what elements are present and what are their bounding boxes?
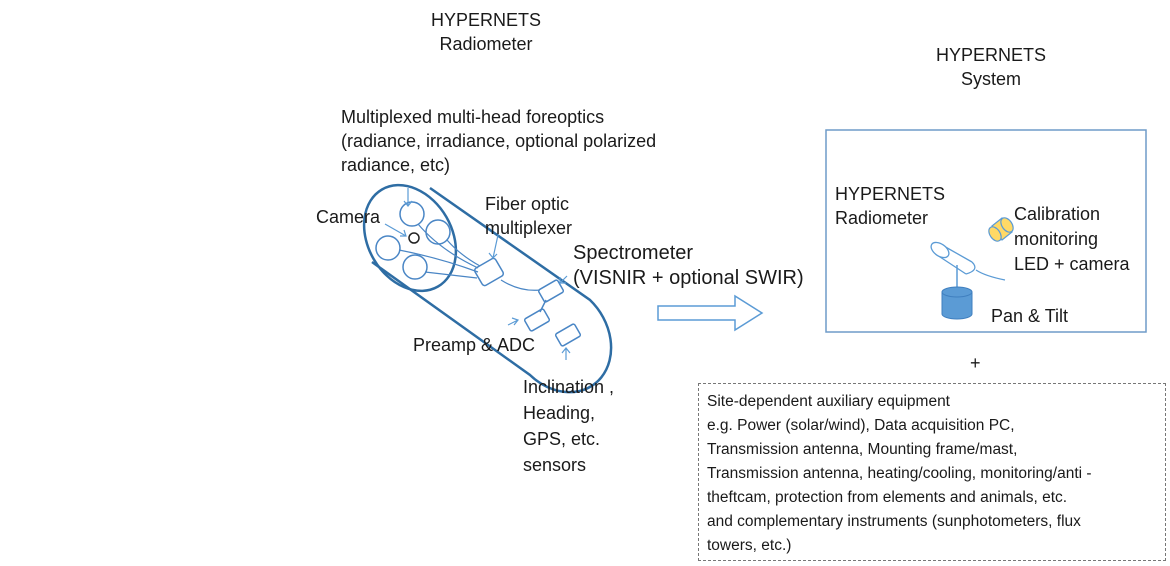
label-line: Heading, [523, 403, 596, 423]
pan-tilt-icon [941, 286, 973, 320]
aux-line: towers, etc.) [707, 537, 792, 554]
aux-line: Transmission antenna, heating/cooling, m… [707, 465, 1092, 482]
title-line: HYPERNETS [935, 45, 1047, 65]
label-line: GPS, etc. [523, 429, 601, 449]
foreoptic-head [399, 201, 425, 227]
aux-line: theftcam, protection from elements and a… [707, 489, 1068, 506]
fiber [500, 279, 541, 291]
radiometer-capsule [362, 183, 613, 394]
aux-line: Site-dependent auxiliary equipment [707, 393, 950, 410]
label-line: (VISNIR + optional SWIR) [573, 267, 804, 289]
foreoptic-head [402, 254, 428, 280]
label-line: Fiber optic [485, 194, 570, 214]
aux-line: and complementary instruments (sunphotom… [707, 513, 1081, 530]
fiber-mux-box [473, 257, 505, 287]
system-title: HYPERNETS System [928, 43, 1054, 91]
label-line: Calibration [1014, 204, 1101, 224]
system-radiometer-label: HYPERNETS Radiometer [835, 182, 945, 230]
calibration-led-icon [988, 217, 1014, 242]
label-line: (radiance, irradiance, optional polarize… [341, 131, 657, 151]
fiber [446, 239, 481, 267]
pointer-arrows [384, 188, 571, 360]
spectrometer-box [537, 279, 565, 303]
title-line: HYPERNETS [430, 10, 542, 30]
title-line: Radiometer [439, 34, 533, 54]
fiber-mux-label: Fiber optic multiplexer [485, 192, 572, 240]
label-line: Inclination , [523, 377, 615, 397]
preamp-label: Preamp & ADC [413, 335, 536, 355]
radiometer-title: HYPERNETS Radiometer [423, 8, 549, 56]
camera-label: Camera [316, 207, 381, 227]
foreoptics-label: Multiplexed multi-head foreoptics (radia… [341, 105, 656, 177]
auxiliary-equipment-box: Site-dependent auxiliary equipment e.g. … [698, 383, 1166, 561]
aux-line: e.g. Power (solar/wind), Data acquisitio… [707, 417, 1015, 434]
label-line: sensors [523, 455, 587, 475]
sensors-label: Inclination , Heading, GPS, etc. sensors [523, 374, 614, 478]
aux-line: Transmission antenna, Mounting frame/mas… [707, 441, 1018, 458]
system-radiometer-icon [930, 241, 1006, 290]
calibration-label: Calibration monitoring LED + camera [1014, 202, 1130, 277]
pan-tilt-label: Pan & Tilt [991, 306, 1069, 326]
label-line: HYPERNETS [835, 184, 946, 204]
label-line: radiance, etc) [341, 155, 451, 175]
sensor-box [554, 323, 582, 347]
spectrometer-label: Spectrometer (VISNIR + optional SWIR) [573, 241, 804, 291]
capsule-end-face [362, 183, 458, 293]
preamp-box [523, 308, 551, 332]
plus-sign: + [970, 353, 981, 373]
flow-arrow [657, 294, 764, 332]
foreoptic-head [425, 219, 451, 245]
label-line: Radiometer [835, 208, 929, 228]
label-line: Multiplexed multi-head foreoptics [341, 107, 605, 127]
fiber [398, 249, 479, 273]
foreoptic-head [375, 235, 401, 261]
label-line: multiplexer [485, 218, 573, 238]
label-line: monitoring [1014, 229, 1099, 249]
camera-lens [408, 232, 420, 244]
title-line: System [960, 69, 1021, 89]
fiber [424, 271, 478, 279]
fiber [417, 223, 479, 269]
capsule-body [371, 186, 613, 394]
system-frame [825, 129, 1147, 333]
label-line: LED + camera [1014, 254, 1130, 274]
label-line: Spectrometer [573, 242, 694, 264]
